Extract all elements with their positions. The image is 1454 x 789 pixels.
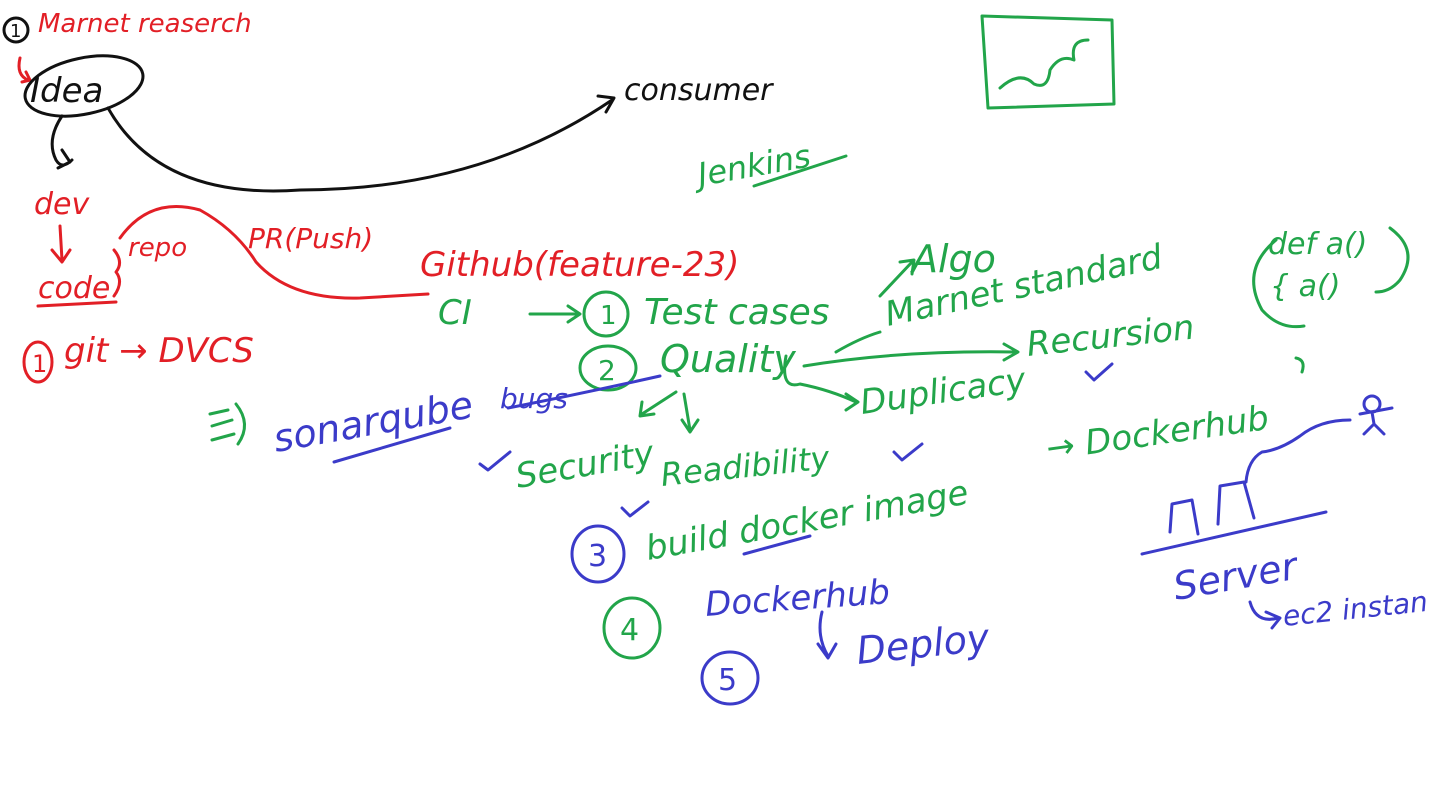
- dockerhub-label: Dockerhub: [704, 572, 891, 625]
- chart-sketch: [980, 14, 1116, 110]
- idea-to-consumer-arrowhead: [596, 94, 616, 114]
- dockerhub-arrow-label: → Dockerhub: [1044, 398, 1272, 469]
- test-number: 1: [600, 301, 617, 331]
- server-base-line: [1140, 510, 1328, 556]
- recursion-label: Recursion: [1025, 308, 1197, 365]
- dockerhub-number: 4: [620, 613, 639, 648]
- quality-to-recursion-arrow: [802, 342, 1020, 368]
- dev-label: dev: [34, 187, 91, 222]
- idea-to-dev-arrow: [50, 114, 74, 170]
- git-number-circle: [22, 340, 54, 384]
- recursion-loop-left: [1252, 238, 1306, 329]
- code-label: code: [38, 271, 110, 306]
- market-research-number-circle: [2, 16, 30, 44]
- jenkins-underline: [752, 154, 848, 188]
- readability-label: Readibility: [659, 438, 832, 494]
- a-call-label: { a(): [1270, 269, 1340, 304]
- test-cases-step: 1 Test cases: [582, 290, 830, 338]
- test-number-circle: [582, 290, 630, 338]
- duplicacy-label: Duplicacy: [858, 360, 1029, 423]
- git-dvcs-group: 1 git → DVCS: [22, 331, 254, 384]
- def-a-label: def a(): [1268, 227, 1367, 262]
- pr-push-label: PR(Push): [248, 222, 373, 255]
- git-dvcs-label: git → DVCS: [64, 331, 254, 371]
- quality-to-duplicacy-arrow: [783, 354, 860, 412]
- build-step: 3 build docker image: [570, 473, 971, 584]
- sonarqube-icon: [208, 402, 246, 446]
- sonarqube-underline: [332, 426, 452, 464]
- dockerhub-bracket: [1294, 356, 1305, 374]
- ci-label: CI: [438, 293, 472, 333]
- dockerhub-number-circle: [602, 596, 662, 660]
- code-brace: [112, 248, 121, 298]
- quality-label: Quality: [660, 337, 796, 381]
- chart-sketch-line: [998, 38, 1090, 90]
- bugs-strike: [506, 374, 662, 410]
- repo-to-github-curve: [118, 205, 430, 300]
- code-node: code: [36, 248, 121, 308]
- quality-number: 2: [598, 354, 616, 387]
- consumer-label: consumer: [624, 73, 774, 108]
- readability-check: [620, 500, 650, 518]
- duplicacy-check: [892, 442, 924, 462]
- deploy-number: 5: [718, 663, 737, 698]
- market-research-label: Marnet reaserch: [38, 9, 252, 39]
- git-number: 1: [32, 350, 47, 378]
- deploy-label: Deploy: [854, 615, 991, 673]
- github-label: Github(feature-23): [420, 245, 739, 285]
- quality-step: 2 Quality: [578, 337, 796, 392]
- quality-number-circle: [578, 344, 638, 392]
- ec2-label: ec2 instan: [1281, 585, 1429, 633]
- idea-node: Idea: [23, 54, 145, 118]
- chart-sketch-frame: [980, 14, 1116, 110]
- security-check: [478, 450, 512, 472]
- test-cases-label: Test cases: [644, 292, 830, 333]
- quality-to-readability-arrow: [680, 392, 700, 434]
- container-box-left-icon: [1168, 498, 1200, 536]
- dev-to-code-arrow: [50, 224, 72, 264]
- market-research-group: 1 Marnet reaserch: [2, 9, 252, 84]
- user-stick-figure-icon: [1358, 394, 1394, 436]
- idea-to-consumer-arrow: [106, 98, 614, 193]
- network-cable: [1244, 418, 1352, 484]
- market-research-arrow: [17, 56, 32, 84]
- deploy-step: 5 Deploy: [700, 610, 992, 706]
- quality-to-market-arrow: [834, 330, 882, 354]
- server-to-ec2-arrow: [1248, 600, 1282, 630]
- dockerhub-to-deploy-arrow: [816, 610, 838, 660]
- build-number-circle: [570, 524, 626, 584]
- algo-label: Algo: [909, 237, 996, 281]
- repo-label: repo: [128, 233, 187, 263]
- recursion-check: [1084, 362, 1114, 382]
- test-to-algo-arrow: [878, 258, 916, 298]
- code-underline: [36, 300, 118, 308]
- container-box-right-icon: [1216, 480, 1256, 526]
- security-label: Security: [513, 433, 658, 497]
- recursion-example: def a() { a(): [1252, 226, 1410, 329]
- ci-to-test-arrow: [528, 304, 582, 324]
- deploy-number-circle: [700, 650, 760, 706]
- idea-label: Idea: [30, 71, 103, 111]
- market-research-number: 1: [10, 21, 21, 42]
- docker-underline: [742, 534, 812, 556]
- idea-ellipse: [23, 54, 145, 118]
- dockerhub-step: 4 Dockerhub: [602, 572, 891, 660]
- build-number: 3: [588, 539, 607, 574]
- recursion-loop-right: [1374, 226, 1410, 294]
- jenkins-label: Jenkins: [689, 137, 814, 195]
- quality-to-security-arrow: [638, 390, 678, 418]
